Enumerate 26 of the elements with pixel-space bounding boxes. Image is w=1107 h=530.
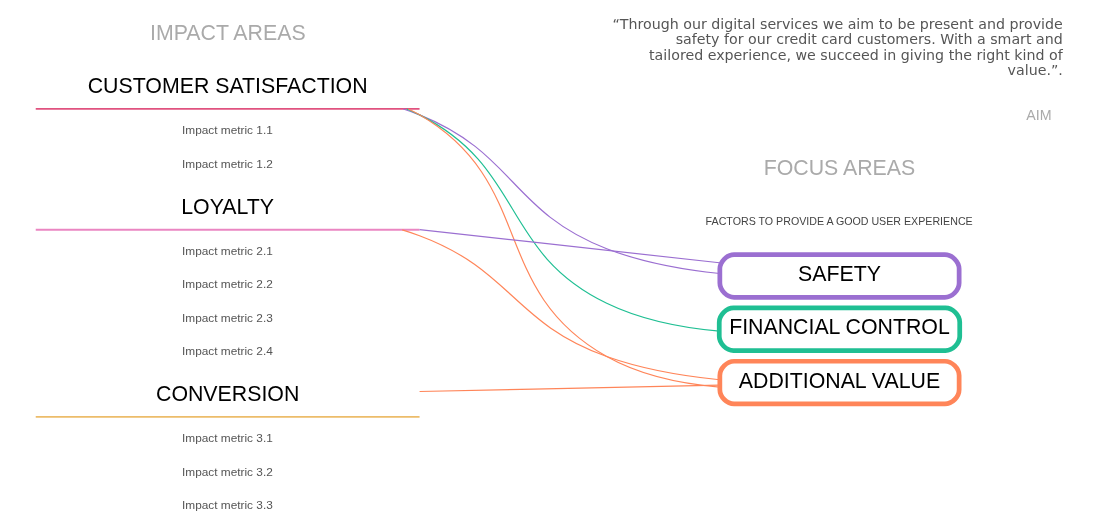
connector (402, 108, 720, 275)
connector (418, 384, 720, 393)
node-box: SAFETY (716, 252, 961, 300)
label: AIM (1025, 106, 1052, 123)
label: Impact metric 2.2 (181, 277, 273, 292)
label: Impact metric 3.2 (181, 464, 273, 479)
node-box: ADDITIONAL VALUE (716, 358, 961, 407)
label: Impact metric 3.3 (181, 497, 273, 512)
node-text: LOYALTY (180, 194, 274, 219)
label: Impact metric 2.1 (181, 244, 273, 259)
connector (401, 229, 720, 381)
label: Impact metric 2.3 (181, 310, 273, 325)
node-text: CONVERSION (155, 381, 299, 406)
connector (407, 108, 720, 388)
label: FOCUS AREAS (763, 155, 915, 180)
connector (405, 108, 720, 332)
label: FACTORS TO PROVIDE A GOOD USER EXPERIENCE (705, 215, 973, 228)
label: Impact metric 1.1 (181, 123, 273, 138)
label: IMPACT AREAS (149, 20, 306, 45)
label: Impact metric 2.4 (181, 343, 273, 358)
node-box: FINANCIAL CONTROL (716, 305, 962, 353)
connector (418, 229, 720, 264)
label: Impact metric 1.2 (181, 156, 273, 171)
node-text: CUSTOMER SATISFACTION (87, 73, 368, 98)
label: Impact metric 3.1 (181, 431, 273, 446)
label: “Through our digital services we aim to be present and provide safety for our credit card customers. With a smart and tailored experience, we succeed in giving the right kind of value.”. (612, 16, 1063, 79)
